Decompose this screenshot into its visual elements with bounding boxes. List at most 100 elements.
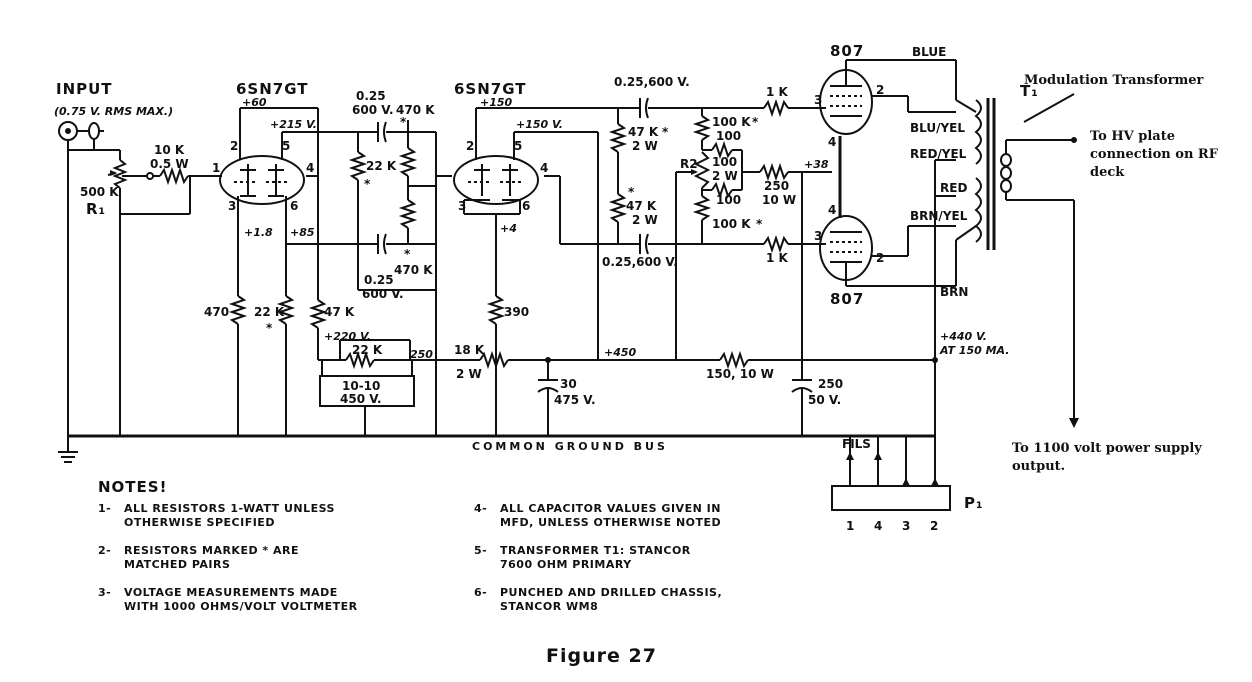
v440-label: +440 V. xyxy=(940,330,987,343)
note-text: ALL RESISTORS 1-WATT UNLESS xyxy=(124,502,335,515)
resistor-22k-c xyxy=(345,350,375,370)
pot-r2 xyxy=(693,151,711,189)
r47k-b-label: 47 K xyxy=(626,199,657,213)
r22k-b-label: 22 K xyxy=(254,305,285,319)
c250-volt: 50 V. xyxy=(808,393,841,407)
star: * xyxy=(364,177,371,191)
r1k-a-label: 1 K xyxy=(766,85,789,99)
v2-pin: 2 xyxy=(466,139,474,153)
note-num: 2- xyxy=(98,544,111,557)
note-num: 1- xyxy=(98,502,111,515)
note-text: WITH 1000 OHMS/VOLT VOLTMETER xyxy=(124,600,358,613)
v1-pin: 1 xyxy=(212,161,220,175)
p1-pin: 2 xyxy=(930,519,938,533)
r10k-label: 10 K xyxy=(154,143,185,157)
c1010-volt: 450 V. xyxy=(340,392,382,406)
star: * xyxy=(400,115,407,129)
notes-block: NOTES! 1- ALL RESISTORS 1-WATT UNLESS OT… xyxy=(98,478,722,613)
v38-label: +38 xyxy=(804,158,829,171)
note-text: MATCHED PAIRS xyxy=(124,558,230,571)
star: * xyxy=(752,115,759,129)
pot-value: 500 K xyxy=(80,185,119,199)
r390-label: 390 xyxy=(504,305,529,319)
r250-label: 250 xyxy=(764,179,789,193)
r470-label: 470 xyxy=(204,305,229,319)
lead-blue: BLUE xyxy=(912,45,946,59)
c30-volt: 475 V. xyxy=(554,393,596,407)
star: * xyxy=(266,321,273,335)
v1-cathode2-v: +85 xyxy=(290,226,315,239)
v4-type: 807 xyxy=(830,290,864,308)
p1-pin: 1 xyxy=(846,519,854,533)
r1-label: R₁ xyxy=(86,200,106,218)
r22k-a-label: 22 K xyxy=(366,159,397,173)
r150-label: 150, 10 W xyxy=(706,367,774,381)
r100k-a-label: 100 K xyxy=(712,115,751,129)
v1-pin: 4 xyxy=(306,161,314,175)
v3-pin: 4 xyxy=(828,135,836,149)
p1-pin: 3 xyxy=(902,519,910,533)
v1-pin: 6 xyxy=(290,199,298,213)
c1010-label: 10-10 xyxy=(342,379,380,393)
r100k-b-label: 100 K xyxy=(712,217,751,231)
ps-note-2: output. xyxy=(1012,459,1065,474)
c30-label: 30 xyxy=(560,377,577,391)
lead-blu-yel: BLU/YEL xyxy=(910,121,965,135)
v1-type: 6SN7GT xyxy=(236,80,309,98)
tube-807-bottom xyxy=(819,215,873,281)
v4-pin: 3 xyxy=(814,229,822,243)
p1-label: P₁ xyxy=(964,494,984,512)
note-text: RESISTORS MARKED * ARE xyxy=(124,544,299,557)
star: * xyxy=(404,247,411,261)
pot-r1 xyxy=(107,150,191,436)
r18k-label: 18 K xyxy=(454,343,485,357)
v2-pin: 3 xyxy=(458,199,466,213)
v2-cathode-v: +4 xyxy=(500,222,517,235)
r100b-label: 100 xyxy=(712,155,737,169)
r100a-label: 100 xyxy=(716,129,741,143)
c025a-label: 0.25 xyxy=(356,89,386,103)
r1k-b-label: 1 K xyxy=(766,251,789,265)
v1-cathode-v: +1.8 xyxy=(244,226,273,239)
resistor-47k xyxy=(308,299,328,329)
star: * xyxy=(662,125,669,139)
v3-pin: 3 xyxy=(814,93,822,107)
v440-current: AT 150 MA. xyxy=(939,344,1009,357)
note-text: OTHERWISE SPECIFIED xyxy=(124,516,275,529)
lead-brn: BRN xyxy=(940,285,968,299)
r47k-a-label: 47 K xyxy=(628,125,659,139)
c025c-label: 0.25,600 V. xyxy=(614,75,690,89)
transformer-t1 xyxy=(974,93,1079,428)
note-text: TRANSFORMER T1: STANCOR xyxy=(500,544,691,557)
note-num: 5- xyxy=(474,544,487,557)
v250-label: 250 xyxy=(410,348,433,361)
v2-pin: 6 xyxy=(522,199,530,213)
r22k-c-label: 22 K xyxy=(352,343,383,357)
lead-red: RED xyxy=(940,181,967,195)
v4-pin: 2 xyxy=(876,251,884,265)
input-jack xyxy=(58,121,120,436)
lead-brn-yel: BRN/YEL xyxy=(910,209,968,223)
mod-transformer-note: Modulation Transformer xyxy=(1024,73,1203,88)
notes-heading: NOTES! xyxy=(98,478,167,496)
c025a-volt: 600 V. xyxy=(352,103,394,117)
note-num: 4- xyxy=(474,502,487,515)
r10k-watts: 0.5 W xyxy=(150,157,189,171)
resistor-18k xyxy=(479,350,509,370)
c250-label: 250 xyxy=(818,377,843,391)
r2-label: R2 xyxy=(680,157,698,171)
ground-symbol xyxy=(58,436,78,463)
v2-plate-v: +150 xyxy=(480,96,513,109)
wiring xyxy=(58,59,977,511)
ps-note-1: To 1100 volt power supply xyxy=(1012,441,1202,456)
v2-type: 6SN7GT xyxy=(454,80,527,98)
input-max: (0.75 V. RMS MAX.) xyxy=(54,105,173,118)
r47k-a-watts: 2 W xyxy=(632,139,658,153)
v2-pin: 5 xyxy=(514,139,522,153)
hv-note-1: To HV plate xyxy=(1090,129,1175,144)
note-text: VOLTAGE MEASUREMENTS MADE xyxy=(124,586,338,599)
resistor-250 xyxy=(759,162,789,182)
v3-type: 807 xyxy=(830,42,864,60)
note-text: ALL CAPACITOR VALUES GIVEN IN xyxy=(500,502,721,515)
